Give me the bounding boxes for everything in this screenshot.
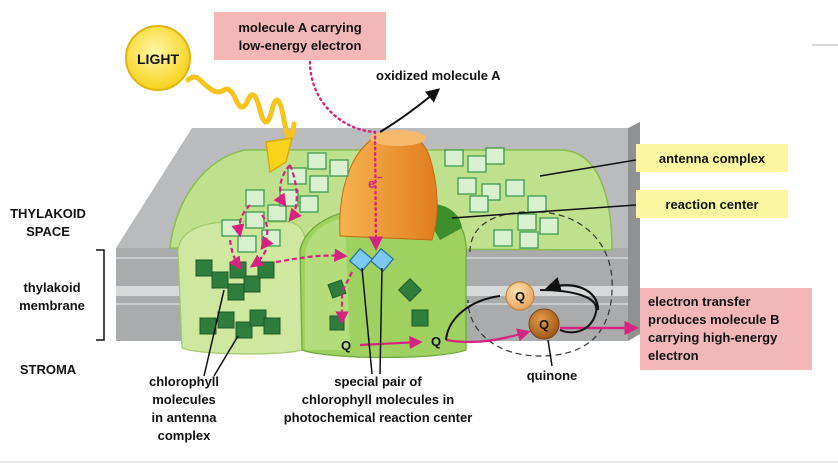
- thylakoid-membrane-label: thylakoid membrane: [19, 280, 85, 313]
- svg-text:molecule A carrying: molecule A carrying: [238, 20, 361, 35]
- svg-text:electron: electron: [648, 348, 699, 363]
- svg-text:molecules: molecules: [152, 392, 216, 407]
- light-label: LIGHT: [137, 51, 179, 67]
- q-label: Q: [515, 289, 525, 304]
- quinone-loop-arrow: [445, 289, 598, 341]
- svg-text:complex: complex: [158, 428, 212, 443]
- svg-text:low-energy electron: low-energy electron: [239, 38, 362, 53]
- sun-icon: LIGHT: [125, 25, 191, 91]
- svg-text:special pair of: special pair of: [334, 374, 422, 389]
- quinone-molecule-dark: Q: [528, 308, 560, 340]
- svg-text:membrane: membrane: [19, 298, 85, 313]
- electron-superscript: −: [377, 173, 383, 184]
- svg-text:chlorophyll molecules in: chlorophyll molecules in: [302, 392, 454, 407]
- svg-text:photochemical reaction center: photochemical reaction center: [284, 410, 473, 425]
- svg-text:THYLAKOID: THYLAKOID: [10, 206, 86, 221]
- light-beam: [185, 74, 297, 141]
- chlorophyll-pointer-2: [213, 335, 239, 377]
- quinone-pointer: [547, 339, 553, 367]
- q-to-q-arrow: [359, 335, 423, 350]
- stroma-label: STROMA: [20, 362, 77, 377]
- special-pair-chlorophyll: [348, 247, 395, 273]
- svg-text:thylakoid: thylakoid: [23, 280, 80, 295]
- energy-transfer-arrows: [228, 164, 348, 271]
- svg-text:chlorophyll: chlorophyll: [149, 374, 219, 389]
- chlorophyll-antenna-label: chlorophyll molecules in antenna complex: [149, 374, 219, 443]
- q-to-quinone-arrow: [445, 328, 531, 344]
- antenna-complex-pointer: [539, 159, 637, 177]
- svg-text:carrying high-energy: carrying high-energy: [648, 330, 778, 345]
- svg-text:produces molecule B: produces molecule B: [648, 312, 779, 327]
- antenna-complex-box: antenna complex: [636, 144, 788, 172]
- oxidized-molecule-label: oxidized molecule A: [376, 68, 501, 83]
- svg-text:antenna complex: antenna complex: [659, 151, 766, 166]
- svg-text:electron transfer: electron transfer: [648, 294, 751, 309]
- antenna-chlorophyll-squares-upper: [221, 147, 559, 253]
- quinone-molecule-light: Q: [505, 281, 535, 311]
- q-label-right: Q: [431, 334, 441, 349]
- svg-text:SPACE: SPACE: [26, 224, 70, 239]
- special-pair-to-q-arrow: [335, 271, 353, 325]
- reaction-center-box: reaction center: [636, 190, 788, 218]
- oxidized-arrow: [379, 88, 441, 133]
- thylakoid-space-label: THYLAKOID SPACE: [10, 206, 86, 239]
- reaction-center-pointer: [451, 204, 637, 219]
- special-pair-pointer-2: [379, 267, 383, 375]
- special-pair-pointer-1: [361, 267, 373, 375]
- q-label: Q: [539, 317, 549, 332]
- molecule-a-path: [308, 60, 384, 251]
- electron-transfer-box: electron transfer produces molecule B ca…: [640, 288, 812, 370]
- special-pair-label: special pair of chlorophyll molecules in…: [284, 374, 473, 425]
- electron-label: e: [368, 176, 375, 191]
- svg-text:in antenna: in antenna: [151, 410, 217, 425]
- quinone-label: quinone: [527, 368, 578, 383]
- membrane-bracket: [96, 249, 105, 341]
- chlorophyll-pointer-1: [203, 289, 225, 377]
- q-label-left: Q: [341, 338, 351, 353]
- molecule-a-box: molecule A carrying low-energy electron: [214, 12, 386, 60]
- svg-text:reaction center: reaction center: [665, 197, 758, 212]
- quinone-region-outline: [467, 211, 613, 357]
